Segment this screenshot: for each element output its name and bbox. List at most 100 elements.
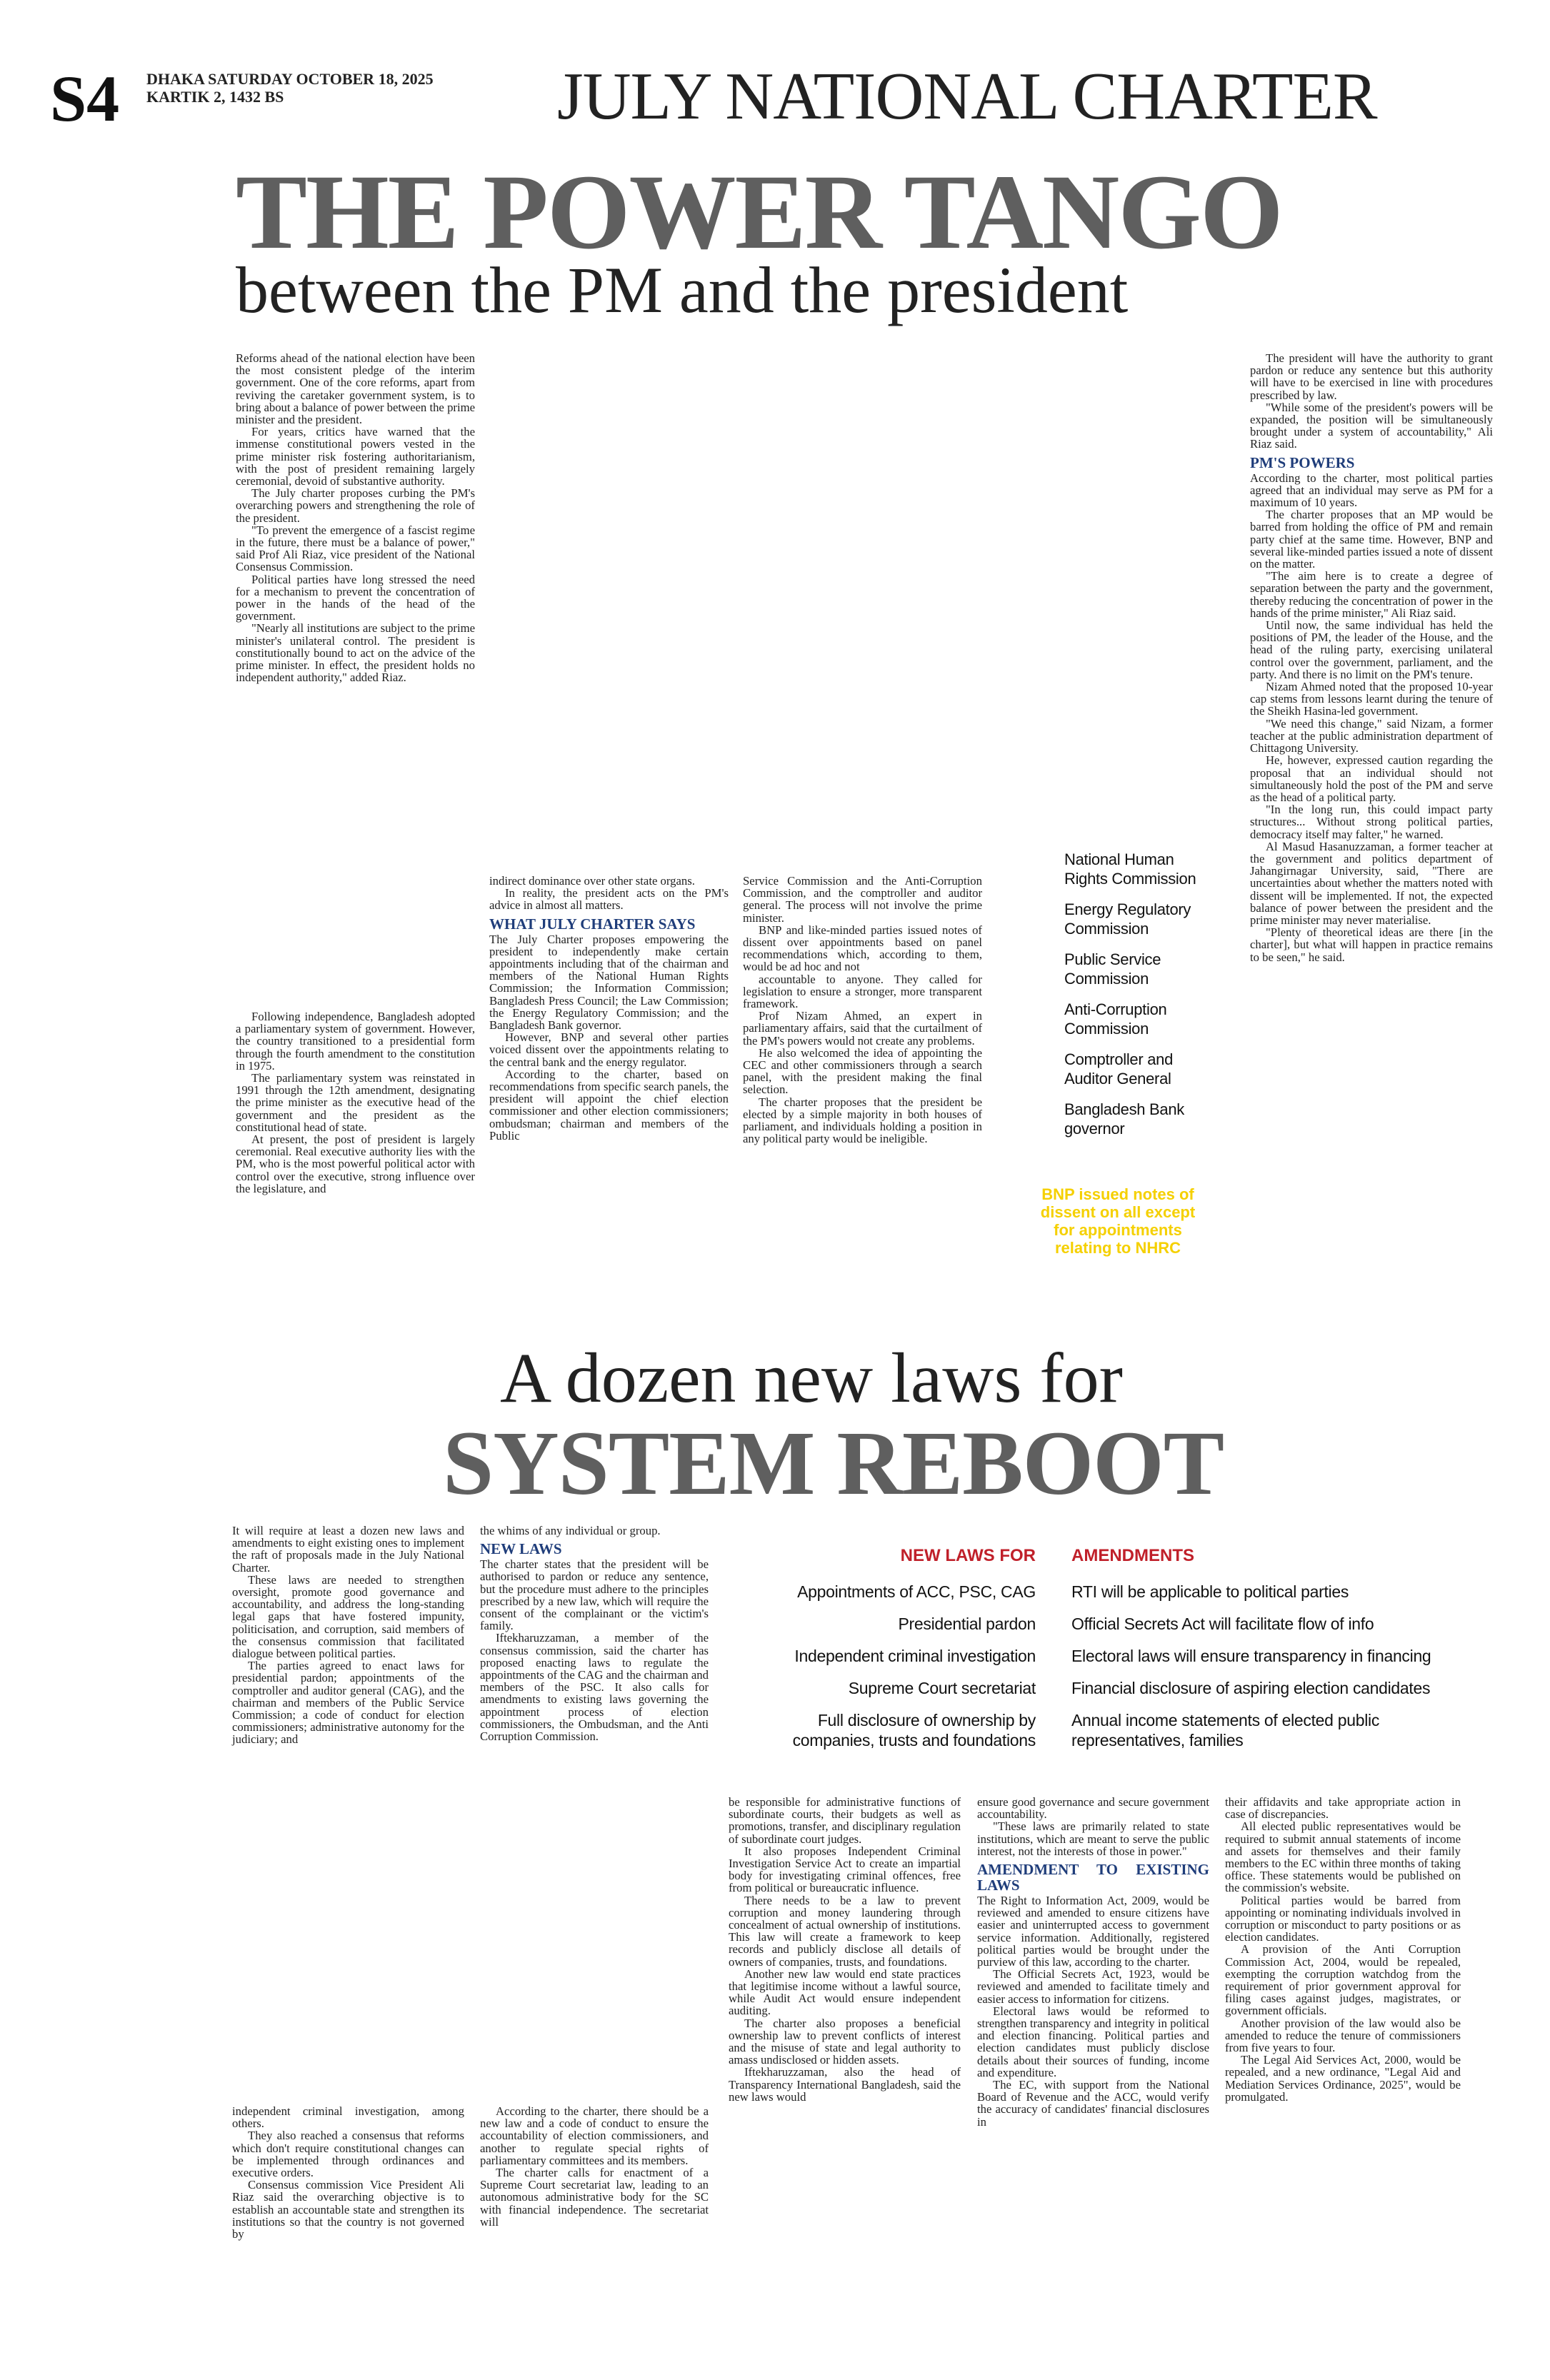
paragraph: The July charter proposes curbing the PM… — [236, 486, 475, 525]
paragraph: Reforms ahead of the national election h… — [236, 351, 475, 427]
new-law-item: Presidential pardon — [898, 1615, 1036, 1633]
paragraph: There needs to be a law to prevent corru… — [729, 1893, 961, 1969]
paragraph: "We need this change," said Nizam, a for… — [1250, 716, 1493, 755]
paragraph: indirect dominance over other state orga… — [489, 874, 695, 888]
sidebar-item: Public Service Commission — [1064, 950, 1161, 988]
paragraph: The July Charter proposes empowering the… — [489, 932, 729, 1033]
subheading: WHAT JULY CHARTER SAYS — [489, 915, 696, 933]
paragraph: The charter proposes that an MP would be… — [1250, 508, 1493, 571]
appointments-sidebar: National Human Rights Commission Energy … — [1064, 850, 1214, 1150]
paragraph: They also reached a consensus that refor… — [232, 2129, 464, 2180]
sidebar-item: Bangladesh Bank governor — [1064, 1100, 1184, 1138]
paragraph: be responsible for administrative functi… — [729, 1795, 961, 1846]
paragraph: The Legal Aid Services Act, 2000, would … — [1225, 2053, 1461, 2104]
sidebar-item: Energy Regulatory Commission — [1064, 900, 1191, 938]
paragraph: Iftekharuzzaman, also the head of Transp… — [729, 2065, 961, 2104]
story2-column-2: the whims of any individual or group. NE… — [480, 1525, 709, 1742]
paragraph: According to the charter, most political… — [1250, 471, 1493, 510]
paragraph: The Right to Information Act, 2009, woul… — [977, 1894, 1209, 1969]
dateline: DHAKA SATURDAY OCTOBER 18, 2025 KARTIK 2… — [146, 70, 434, 106]
paragraph: The charter states that the president wi… — [480, 1557, 709, 1633]
paragraph: Prof Nizam Ahmed, an expert in parliamen… — [743, 1009, 982, 1048]
amendment-item: Annual income statements of elected publ… — [1071, 1711, 1380, 1749]
paragraph: Another new law would end state practice… — [729, 1967, 961, 2018]
paragraph: the whims of any individual or group. — [480, 1524, 661, 1537]
paragraph: Electoral laws would be reformed to stre… — [977, 2004, 1209, 2079]
paragraph: The charter proposes that the president … — [743, 1095, 982, 1146]
paragraph: The charter also proposes a beneficial o… — [729, 2016, 961, 2067]
paragraph: Another provision of the law would also … — [1225, 2016, 1461, 2055]
story1-column-4: The president will have the authority to… — [1250, 352, 1493, 963]
paragraph: According to the charter, based on recom… — [489, 1067, 729, 1143]
subheading: PM'S POWERS — [1250, 453, 1355, 471]
paragraph: He, however, expressed caution regarding… — [1250, 753, 1493, 804]
sidebar-item: Anti-Corruption Commission — [1064, 1000, 1167, 1038]
paragraph: "Nearly all institutions are subject to … — [236, 621, 475, 685]
paragraph: The parliamentary system was reinstated … — [236, 1071, 475, 1134]
paragraph: "The aim here is to create a degree of s… — [1250, 569, 1493, 620]
dissent-callout: BNP issued notes of dissent on all excep… — [1040, 1185, 1196, 1257]
paragraph: It also proposes Independent Criminal In… — [729, 1844, 961, 1895]
paragraph: For years, critics have warned that the … — [236, 425, 475, 488]
story1-column-2: indirect dominance over other state orga… — [489, 875, 729, 1142]
paragraph: "These laws are primarily related to sta… — [977, 1819, 1209, 1858]
sidebar-item: Comptroller and Auditor General — [1064, 1050, 1174, 1088]
paragraph: The EC, with support from the National B… — [977, 2078, 1209, 2129]
paragraph: According to the charter, there should b… — [480, 2104, 709, 2167]
paragraph: Iftekharuzzaman, a member of the consens… — [480, 1631, 709, 1744]
paragraph: All elected public representatives would… — [1225, 1819, 1461, 1895]
story2-headline-top: A dozen new laws for — [500, 1338, 1123, 1417]
paragraph: BNP and like-minded parties issued notes… — [743, 923, 982, 974]
story1-headline: THE POWER TANGO — [236, 153, 1284, 271]
story2-column-4: ensure good governance and secure govern… — [977, 1796, 1209, 2128]
paragraph: Political parties have long stressed the… — [236, 572, 475, 623]
date: DHAKA SATURDAY OCTOBER 18, 2025 — [146, 70, 434, 88]
subheading: NEW LAWS — [480, 1540, 562, 1558]
paragraph: "In the long run, this could impact part… — [1250, 803, 1493, 841]
paragraph: Service Commission and the Anti-Corrupti… — [743, 874, 982, 925]
paragraph: ensure good governance and secure govern… — [977, 1795, 1209, 1822]
sidebar-item: National Human Rights Commission — [1064, 850, 1196, 888]
story2-headline: SYSTEM REBOOT — [443, 1412, 1224, 1514]
amendment-item: RTI will be applicable to political part… — [1071, 1582, 1349, 1601]
paragraph: These laws are needed to strengthen over… — [232, 1572, 464, 1661]
paragraph: In reality, the president acts on the PM… — [489, 886, 729, 913]
paragraph: The president will have the authority to… — [1250, 351, 1493, 402]
paragraph: Political parties would be barred from a… — [1225, 1893, 1461, 1944]
story2-column-2b: According to the charter, there should b… — [480, 2105, 709, 2228]
paragraph: The parties agreed to enact laws for pre… — [232, 1659, 464, 1747]
story1-column-3: Service Commission and the Anti-Corrupti… — [743, 875, 982, 1145]
amendment-item: Electoral laws will ensure transparency … — [1071, 1647, 1431, 1665]
paragraph: Nizam Ahmed noted that the proposed 10-y… — [1250, 680, 1493, 718]
paragraph: At present, the post of president is lar… — [236, 1133, 475, 1195]
paragraph: "To prevent the emergence of a fascist r… — [236, 523, 475, 574]
new-law-item: Full disclosure of ownership by companie… — [792, 1711, 1036, 1749]
story1-column-1: Reforms ahead of the national election h… — [236, 351, 475, 685]
new-laws-list: Appointments of ACC, PSC, CAG Presidenti… — [768, 1582, 1036, 1762]
paragraph: Consensus commission Vice President Ali … — [232, 2178, 464, 2241]
paragraph: The Official Secrets Act, 1923, would be… — [977, 1967, 1209, 2006]
paragraph: "Plenty of theoretical ideas are there [… — [1250, 925, 1493, 964]
paragraph: "While some of the president's powers wi… — [1250, 400, 1493, 451]
paragraph: A provision of the Anti Corruption Commi… — [1225, 1942, 1461, 2018]
story2-column-3: be responsible for administrative functi… — [729, 1796, 961, 2103]
paragraph: However, BNP and several other parties v… — [489, 1030, 729, 1069]
new-law-item: Appointments of ACC, PSC, CAG — [797, 1582, 1036, 1601]
paragraph: He also welcomed the idea of appointing … — [743, 1045, 982, 1097]
story2-column-5: their affidavits and take appropriate ac… — [1225, 1796, 1461, 2103]
amendments-heading: AMENDMENTS — [1071, 1546, 1194, 1565]
story1-subhead: between the PM and the president — [236, 253, 1129, 326]
story2-column-1: It will require at least a dozen new law… — [232, 1525, 464, 1746]
amendments-list: RTI will be applicable to political part… — [1071, 1582, 1471, 1762]
amendment-item: Official Secrets Act will facilitate flo… — [1071, 1615, 1374, 1633]
page-number: S4 — [50, 62, 120, 135]
section-title: JULY NATIONAL CHARTER — [557, 59, 1378, 134]
paragraph: Until now, the same individual has held … — [1250, 618, 1493, 681]
amendment-item: Financial disclosure of aspiring electio… — [1071, 1679, 1431, 1697]
new-law-item: Supreme Court secretariat — [848, 1679, 1036, 1697]
new-law-item: Independent criminal investigation — [794, 1647, 1036, 1665]
new-laws-heading: NEW LAWS FOR — [900, 1546, 1036, 1565]
paragraph: independent criminal investigation, amon… — [232, 2104, 464, 2131]
paragraph: accountable to anyone. They called for l… — [743, 972, 982, 1011]
date-bs: KARTIK 2, 1432 BS — [146, 88, 284, 106]
